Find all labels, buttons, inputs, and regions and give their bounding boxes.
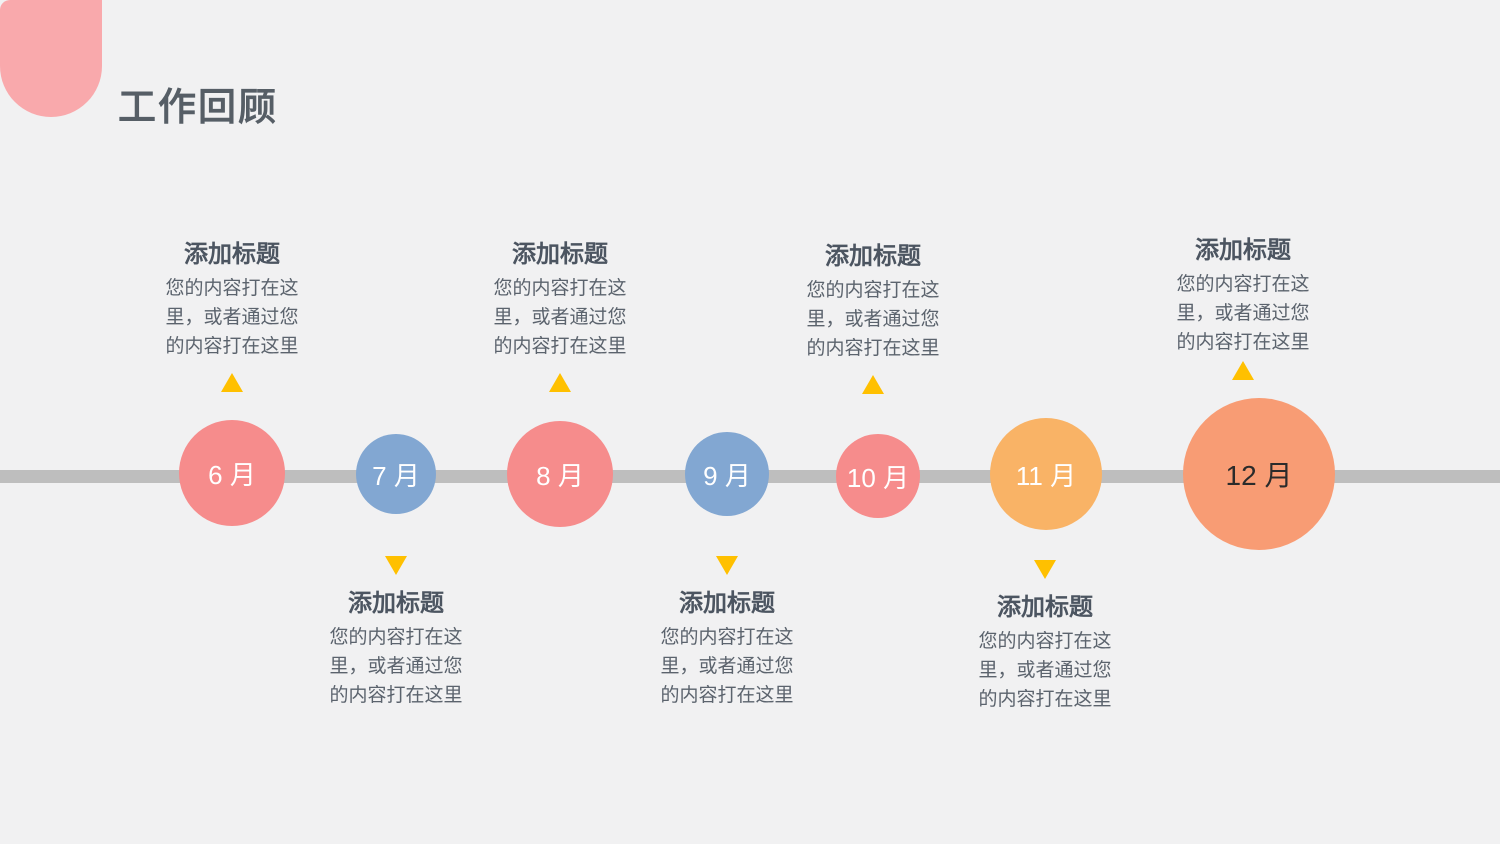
triangle-down-icon xyxy=(716,556,738,575)
note-line: 里，或者通过您 xyxy=(1176,303,1310,324)
note-line: 您的内容打在这 xyxy=(806,280,940,301)
note-july: 添加标题 您的内容打在这 里，或者通过您 的内容打在这里 xyxy=(281,556,511,710)
triangle-up-icon xyxy=(221,373,243,392)
note-line: 的内容打在这里 xyxy=(978,689,1112,710)
note-title: 添加标题 xyxy=(348,590,444,617)
note-title: 添加标题 xyxy=(679,590,775,617)
note-body: 您的内容打在这 里，或者通过您 的内容打在这里 xyxy=(445,274,675,361)
note-line: 您的内容打在这 xyxy=(978,631,1112,652)
note-line: 里，或者通过您 xyxy=(806,309,940,330)
timeline-node-july: 7 月 xyxy=(356,434,436,514)
note-body: 您的内容打在这 里，或者通过您 的内容打在这里 xyxy=(1128,270,1358,357)
note-line: 的内容打在这里 xyxy=(165,336,299,357)
note-title: 添加标题 xyxy=(512,241,608,268)
note-body: 您的内容打在这 里，或者通过您 的内容打在这里 xyxy=(117,274,347,361)
month-label-november: 11 月 xyxy=(1015,460,1077,491)
note-line: 的内容打在这里 xyxy=(1176,332,1310,353)
note-body: 您的内容打在这 里，或者通过您 的内容打在这里 xyxy=(612,623,842,710)
triangle-up-icon xyxy=(862,375,884,394)
month-label-october: 10 月 xyxy=(846,462,910,493)
note-december: 添加标题 您的内容打在这 里，或者通过您 的内容打在这里 xyxy=(1128,236,1358,380)
page-title: 工作回顾 xyxy=(118,87,279,129)
note-line: 里，或者通过您 xyxy=(978,660,1112,681)
note-title: 添加标题 xyxy=(997,594,1093,621)
note-line: 您的内容打在这 xyxy=(493,278,627,299)
timeline-node-august: 8 月 xyxy=(507,421,613,527)
triangle-up-icon xyxy=(1232,361,1254,380)
month-label-august: 8 月 xyxy=(536,460,584,491)
note-line: 里，或者通过您 xyxy=(165,307,299,328)
month-label-december: 12 月 xyxy=(1225,460,1293,491)
month-label-june: 6 月 xyxy=(208,459,256,490)
note-line: 您的内容打在这 xyxy=(660,627,794,648)
timeline-node-october: 10 月 xyxy=(836,434,920,518)
note-body: 您的内容打在这 里，或者通过您 的内容打在这里 xyxy=(281,623,511,710)
timeline-node-september: 9 月 xyxy=(685,432,769,516)
month-label-july: 7 月 xyxy=(372,460,420,491)
note-june: 添加标题 您的内容打在这 里，或者通过您 的内容打在这里 xyxy=(117,240,347,392)
timeline-node-november: 11 月 xyxy=(990,418,1102,530)
note-line: 的内容打在这里 xyxy=(660,685,794,706)
month-label-september: 9 月 xyxy=(703,460,751,491)
note-line: 您的内容打在这 xyxy=(1176,274,1310,295)
triangle-up-icon xyxy=(549,373,571,392)
note-body: 您的内容打在这 里，或者通过您 的内容打在这里 xyxy=(758,276,988,363)
note-october: 添加标题 您的内容打在这 里，或者通过您 的内容打在这里 xyxy=(758,242,988,394)
triangle-down-icon xyxy=(1034,560,1056,579)
note-november: 添加标题 您的内容打在这 里，或者通过您 的内容打在这里 xyxy=(930,560,1160,714)
triangle-down-icon xyxy=(385,556,407,575)
note-line: 的内容打在这里 xyxy=(329,685,463,706)
note-line: 的内容打在这里 xyxy=(806,338,940,359)
note-line: 您的内容打在这 xyxy=(165,278,299,299)
note-line: 里，或者通过您 xyxy=(493,307,627,328)
note-title: 添加标题 xyxy=(184,241,280,268)
note-title: 添加标题 xyxy=(1195,237,1291,264)
note-august: 添加标题 您的内容打在这 里，或者通过您 的内容打在这里 xyxy=(445,240,675,392)
note-line: 您的内容打在这 xyxy=(329,627,463,648)
note-line: 的内容打在这里 xyxy=(493,336,627,357)
note-september: 添加标题 您的内容打在这 里，或者通过您 的内容打在这里 xyxy=(612,556,842,710)
corner-decoration-shape xyxy=(0,0,102,117)
note-body: 您的内容打在这 里，或者通过您 的内容打在这里 xyxy=(930,627,1160,714)
note-line: 里，或者通过您 xyxy=(660,656,794,677)
note-line: 里，或者通过您 xyxy=(329,656,463,677)
note-title: 添加标题 xyxy=(825,243,921,270)
timeline-node-june: 6 月 xyxy=(179,420,285,526)
timeline-node-december: 12 月 xyxy=(1183,398,1335,550)
